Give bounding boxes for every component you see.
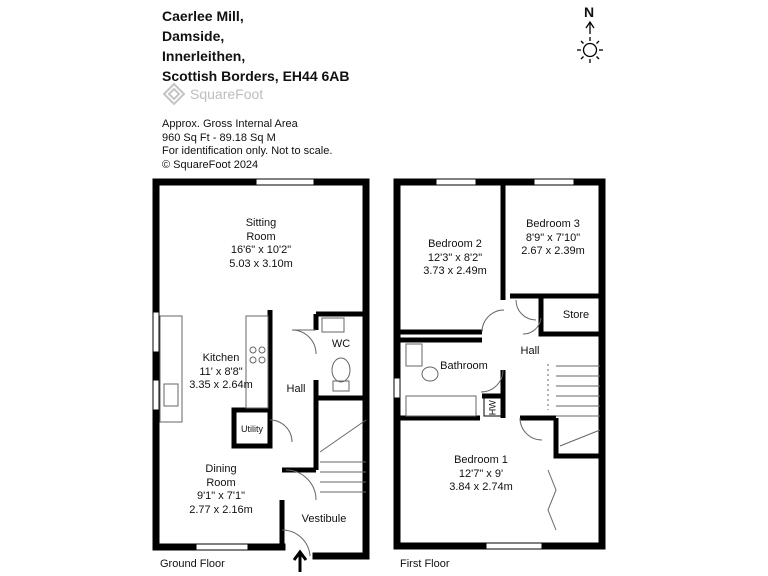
area-info-line-2: 960 Sq Ft - 89.18 Sq M xyxy=(162,131,276,144)
bedroom-1-imperial: 12'7" x 9' xyxy=(458,467,504,480)
wc-name: WC xyxy=(331,338,351,350)
dining-room-imperial: 9'1" x 7'1" xyxy=(196,490,246,502)
area-info: Approx. Gross Internal Area 960 Sq Ft - … xyxy=(162,118,332,172)
ff-window-bed2 xyxy=(435,178,477,186)
store-name: Store xyxy=(562,309,590,321)
dining-room-name-1: Dining xyxy=(205,463,237,475)
sitting-room-name-2: Room xyxy=(246,230,276,243)
dining-room-name-2: Room xyxy=(206,476,236,489)
gf-door-vestibule xyxy=(285,469,317,501)
logo-text: SquareFoot xyxy=(190,86,264,102)
gf-hob-ring xyxy=(249,346,257,354)
bedroom-2-imperial: 12'3" x 8'2" xyxy=(427,251,483,264)
gf-window-left-1 xyxy=(152,311,160,353)
room-label-dining-room: Dining Room 9'1" x 7'1" 2.77 x 2.16m xyxy=(189,463,253,517)
sitting-room-imperial: 16'6" x 10'2" xyxy=(230,244,292,256)
gf-hob-ring xyxy=(249,356,257,364)
gf-kitchen-counter-left xyxy=(159,315,183,423)
gf-hob-ring xyxy=(258,356,266,364)
ff-window-bed3 xyxy=(533,178,575,186)
hall-ground-name: Hall xyxy=(286,383,306,395)
room-label-sitting-room: Sitting Room 16'6" x 10'2" 5.03 x 3.10m xyxy=(229,217,293,271)
bedroom-3-metric: 2.67 x 2.39m xyxy=(521,245,585,257)
gf-window-left-2 xyxy=(152,379,160,411)
first-floor-label: First Floor xyxy=(400,558,450,570)
room-label-bedroom-1: Bedroom 1 12'7" x 9' 3.84 x 2.74m xyxy=(449,454,513,495)
entrance-arrow-icon xyxy=(292,549,308,572)
bedroom-3-name: Bedroom 3 xyxy=(526,218,580,230)
gf-wc-toilet xyxy=(331,357,351,383)
ff-bath-toilet xyxy=(421,366,439,382)
gf-kitchen-counter-right xyxy=(245,315,269,409)
gf-door-front xyxy=(281,529,311,557)
room-label-vestibule: Vestibule xyxy=(302,513,347,527)
ff-door-bed2 xyxy=(481,309,505,333)
area-info-line-1: Approx. Gross Internal Area xyxy=(162,118,298,130)
room-label-bedroom-3: Bedroom 3 8'9" x 7'10" 2.67 x 2.39m xyxy=(521,218,585,259)
gf-wc-cistern xyxy=(332,380,350,392)
ground-floor-label: Ground Floor xyxy=(160,558,225,570)
gf-stairs xyxy=(319,419,367,493)
area-info-line-4: © SquareFoot 2024 xyxy=(162,158,259,171)
room-label-bathroom: Bathroom xyxy=(440,360,488,374)
room-label-utility: Utility xyxy=(241,423,263,437)
gf-window-top xyxy=(255,178,315,186)
gf-kitchen-sink xyxy=(163,383,179,407)
gf-door-utility xyxy=(269,419,293,443)
hall-first-name: Hall xyxy=(520,345,540,357)
bedroom-3-imperial: 8'9" x 7'10" xyxy=(525,231,581,244)
sitting-room-metric: 5.03 x 3.10m xyxy=(229,257,293,270)
hw-name: HW xyxy=(487,400,498,416)
ff-hw-cupboard xyxy=(483,397,503,417)
ff-stair-wall xyxy=(553,418,600,459)
address-line-1: Caerlee Mill, xyxy=(162,8,244,24)
address-line-4: Scottish Borders, EH44 6AB xyxy=(162,68,350,84)
vestibule-name: Vestibule xyxy=(301,513,347,525)
kitchen-metric: 3.35 x 2.64m xyxy=(189,379,253,391)
room-label-bedroom-2: Bedroom 2 12'3" x 8'2" 3.73 x 2.49m xyxy=(423,238,487,279)
gf-hob-ring xyxy=(258,346,266,354)
room-label-kitchen: Kitchen 11' x 8'8" 3.35 x 2.64m xyxy=(189,352,253,393)
bathroom-name: Bathroom xyxy=(440,360,488,372)
gf-wc-basin xyxy=(321,317,345,333)
squarefoot-logo: SquareFoot xyxy=(162,82,263,106)
kitchen-imperial: 11' x 8'8" xyxy=(199,365,243,378)
gf-door-wc xyxy=(291,329,317,355)
gf-window-bottom xyxy=(195,543,249,551)
sitting-room-name-1: Sitting xyxy=(245,217,277,229)
room-label-store: Store xyxy=(563,309,589,323)
address-line-2: Damside, xyxy=(162,28,225,44)
north-letter: N xyxy=(584,4,595,20)
room-label-hall-ground: Hall xyxy=(287,383,306,397)
ff-door-wardrobe xyxy=(547,469,557,531)
bedroom-1-name: Bedroom 1 xyxy=(454,454,508,466)
bedroom-2-name: Bedroom 2 xyxy=(428,238,482,250)
area-info-line-3: For identification only. Not to scale. xyxy=(162,145,333,157)
compass-rose-icon xyxy=(577,20,603,63)
ff-stairs xyxy=(556,365,601,447)
ff-bath-tub xyxy=(405,395,477,417)
ff-door-bed1 xyxy=(519,417,543,441)
ff-door-bath xyxy=(480,369,504,393)
utility-name: Utility xyxy=(241,424,263,434)
ff-door-bed3 xyxy=(515,299,537,321)
kitchen-name: Kitchen xyxy=(202,352,240,364)
squarefoot-logo-icon xyxy=(162,82,186,106)
gf-utility-wall xyxy=(231,407,273,449)
ff-window-bath xyxy=(393,377,401,399)
ff-door-store xyxy=(522,317,542,335)
dining-room-metric: 2.77 x 2.16m xyxy=(189,503,253,516)
room-label-hall-first: Hall xyxy=(521,345,540,359)
north-compass: N xyxy=(570,4,610,76)
room-label-hw: HW xyxy=(486,400,500,415)
ff-bath-basin xyxy=(405,343,423,367)
address-line-3: Innerleithen, xyxy=(162,48,246,64)
property-address: Caerlee Mill, Damside, Innerleithen, Sco… xyxy=(162,6,350,86)
ff-window-bed1 xyxy=(485,542,543,550)
bedroom-2-metric: 3.73 x 2.49m xyxy=(423,265,487,277)
ff-store-wall xyxy=(538,296,600,337)
room-label-wc: WC xyxy=(332,338,350,352)
bedroom-1-metric: 3.84 x 2.74m xyxy=(449,481,513,493)
